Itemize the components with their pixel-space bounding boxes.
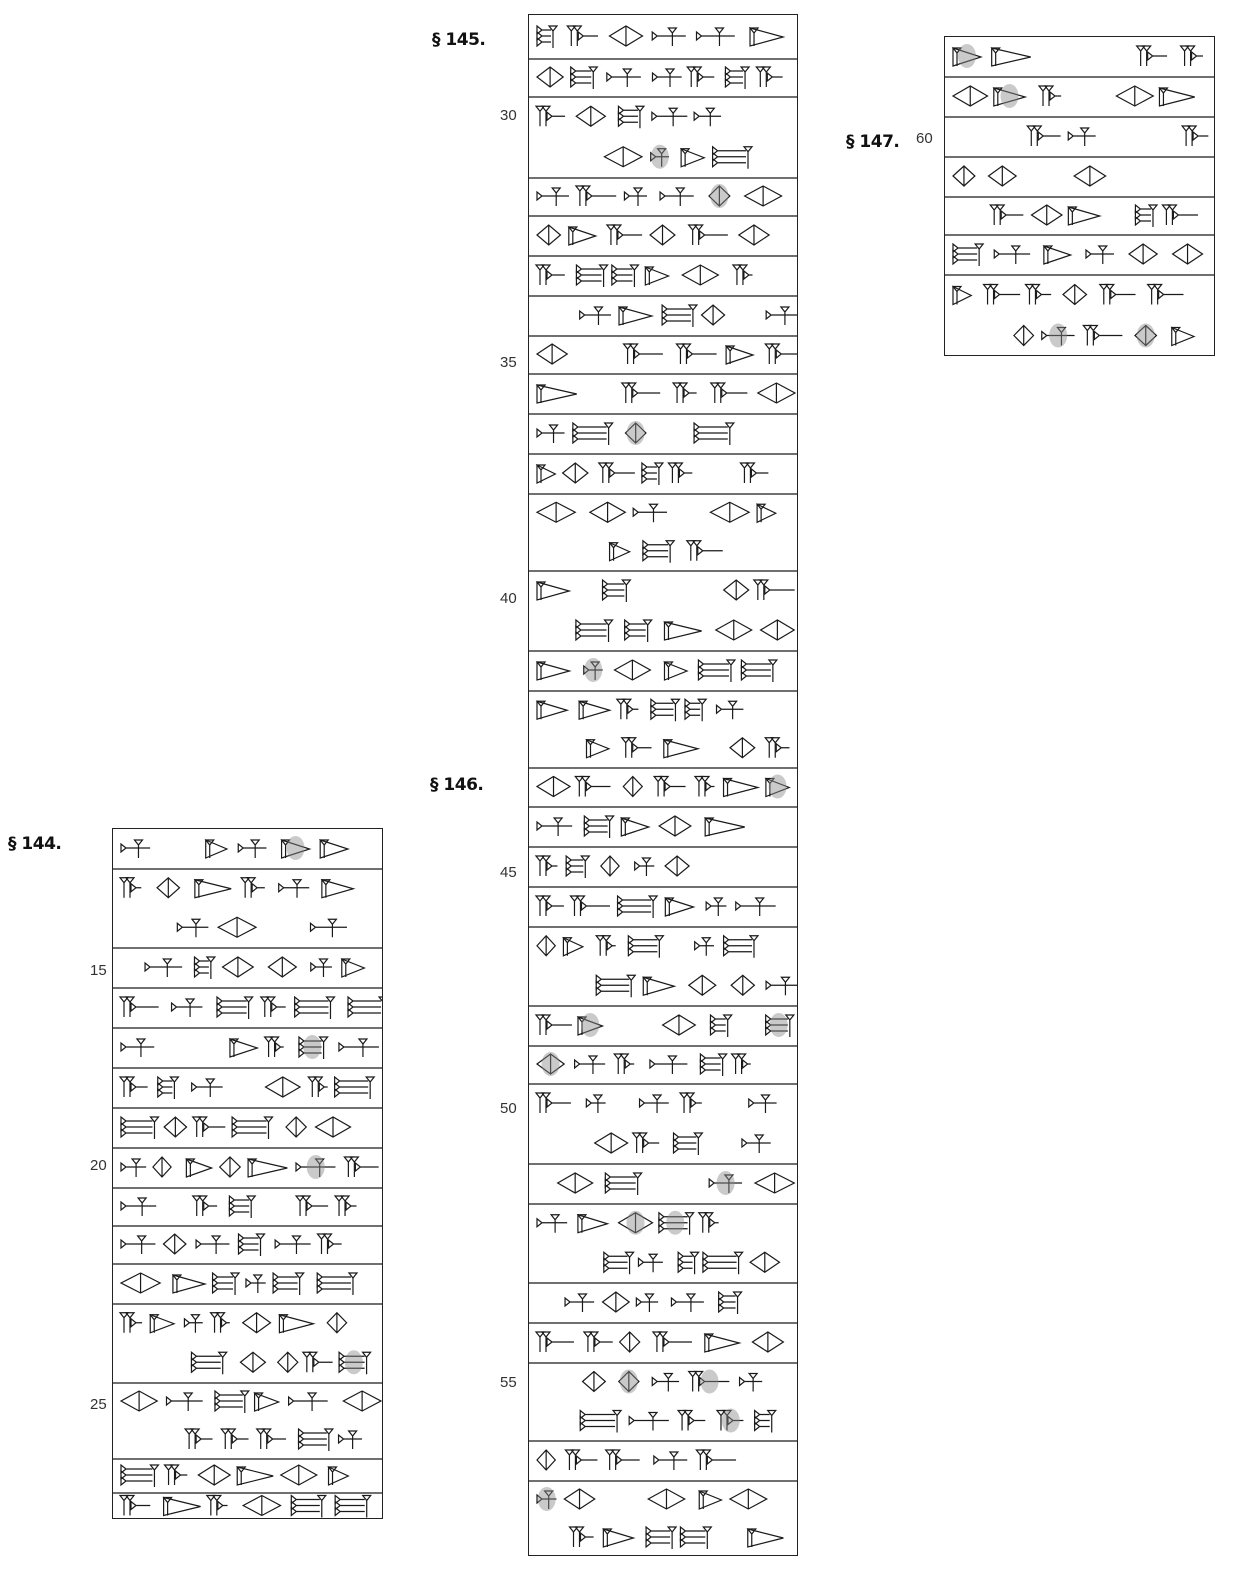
damage-shading <box>650 144 669 169</box>
damage-shading <box>541 1052 560 1076</box>
text-line <box>529 373 797 404</box>
text-line <box>529 806 797 838</box>
line-number: 40 <box>500 590 517 607</box>
text-line <box>529 1083 797 1155</box>
line-number: 25 <box>90 1396 107 1413</box>
text-line <box>113 1067 382 1099</box>
cuneiform-signs <box>945 44 1214 348</box>
text-line <box>945 274 1214 348</box>
text-line <box>945 234 1214 266</box>
text-line <box>529 453 797 485</box>
cuneiform-signs <box>529 24 797 1549</box>
text-line <box>113 1147 382 1179</box>
section-label-144: § 144. <box>8 834 62 854</box>
text-line <box>113 1263 382 1295</box>
line-number: 45 <box>500 864 517 881</box>
damage-shading <box>537 1487 556 1511</box>
text-line <box>113 1107 382 1139</box>
damage-shading <box>1000 84 1019 108</box>
damage-shading <box>619 1369 638 1394</box>
text-line <box>113 1382 382 1451</box>
line-number: 15 <box>90 962 107 979</box>
damage-shading <box>344 1350 363 1375</box>
text-line <box>945 156 1214 187</box>
text-line <box>113 987 382 1019</box>
text-line <box>529 570 797 642</box>
text-line <box>529 1282 797 1314</box>
text-line <box>529 177 797 208</box>
damage-shading <box>710 184 729 208</box>
text-line <box>529 335 797 365</box>
damage-shading <box>957 44 976 68</box>
text-line <box>113 1187 382 1218</box>
text-line <box>120 836 350 860</box>
text-line <box>529 1203 797 1275</box>
damage-shading <box>581 1013 600 1037</box>
text-column-145-146 <box>528 14 798 1556</box>
text-line <box>529 1045 797 1076</box>
damage-shading <box>584 658 603 682</box>
text-line <box>945 196 1214 227</box>
text-line <box>529 215 797 246</box>
damage-shading <box>666 1210 685 1235</box>
text-line <box>529 1005 797 1037</box>
text-line <box>113 1027 382 1059</box>
damage-shading <box>303 1035 322 1059</box>
text-line <box>529 1440 797 1471</box>
text-line <box>529 1480 797 1549</box>
text-line <box>113 868 382 938</box>
line-number: 55 <box>500 1374 517 1391</box>
damage-shading <box>769 1013 788 1037</box>
text-line <box>945 76 1214 108</box>
text-line <box>113 947 382 979</box>
text-line <box>529 96 797 169</box>
damage-shading <box>1136 323 1155 348</box>
text-line <box>529 255 797 287</box>
damage-shading <box>626 421 645 445</box>
text-line <box>529 58 797 89</box>
text-line <box>529 846 797 878</box>
text-line <box>529 1362 797 1433</box>
text-line <box>529 886 797 918</box>
text-line <box>529 1322 797 1353</box>
damage-shading <box>286 836 305 860</box>
line-number: 50 <box>500 1100 517 1117</box>
damage-shading <box>768 774 787 799</box>
line-number: 60 <box>916 130 933 147</box>
text-line <box>113 1303 382 1375</box>
line-number: 20 <box>90 1157 107 1174</box>
text-column-144 <box>112 828 383 1519</box>
damage-shading <box>626 1210 645 1235</box>
text-line <box>529 1163 797 1195</box>
cuneiform-signs <box>113 836 382 1518</box>
damage-shading <box>306 1155 325 1179</box>
damage-shading <box>700 1369 719 1394</box>
text-line <box>529 295 797 327</box>
damage-shading <box>716 1171 735 1195</box>
text-line <box>945 116 1214 146</box>
text-line <box>529 493 797 563</box>
text-line <box>529 926 797 998</box>
text-line <box>529 767 797 799</box>
section-label-145: § 145. <box>432 30 486 50</box>
damage-shading <box>721 1408 740 1433</box>
text-line <box>529 690 797 759</box>
text-line <box>113 1492 382 1518</box>
line-number: 30 <box>500 107 517 124</box>
text-line <box>113 1225 382 1256</box>
text-column-147 <box>944 36 1215 356</box>
damage-shading <box>1049 323 1068 348</box>
text-line <box>951 44 1203 68</box>
text-line <box>536 24 786 48</box>
section-label-146: § 146. <box>430 775 484 795</box>
text-line <box>529 650 797 682</box>
text-line <box>529 413 797 445</box>
text-line <box>113 1458 382 1487</box>
line-number: 35 <box>500 354 517 371</box>
section-label-147: § 147. <box>846 132 900 152</box>
